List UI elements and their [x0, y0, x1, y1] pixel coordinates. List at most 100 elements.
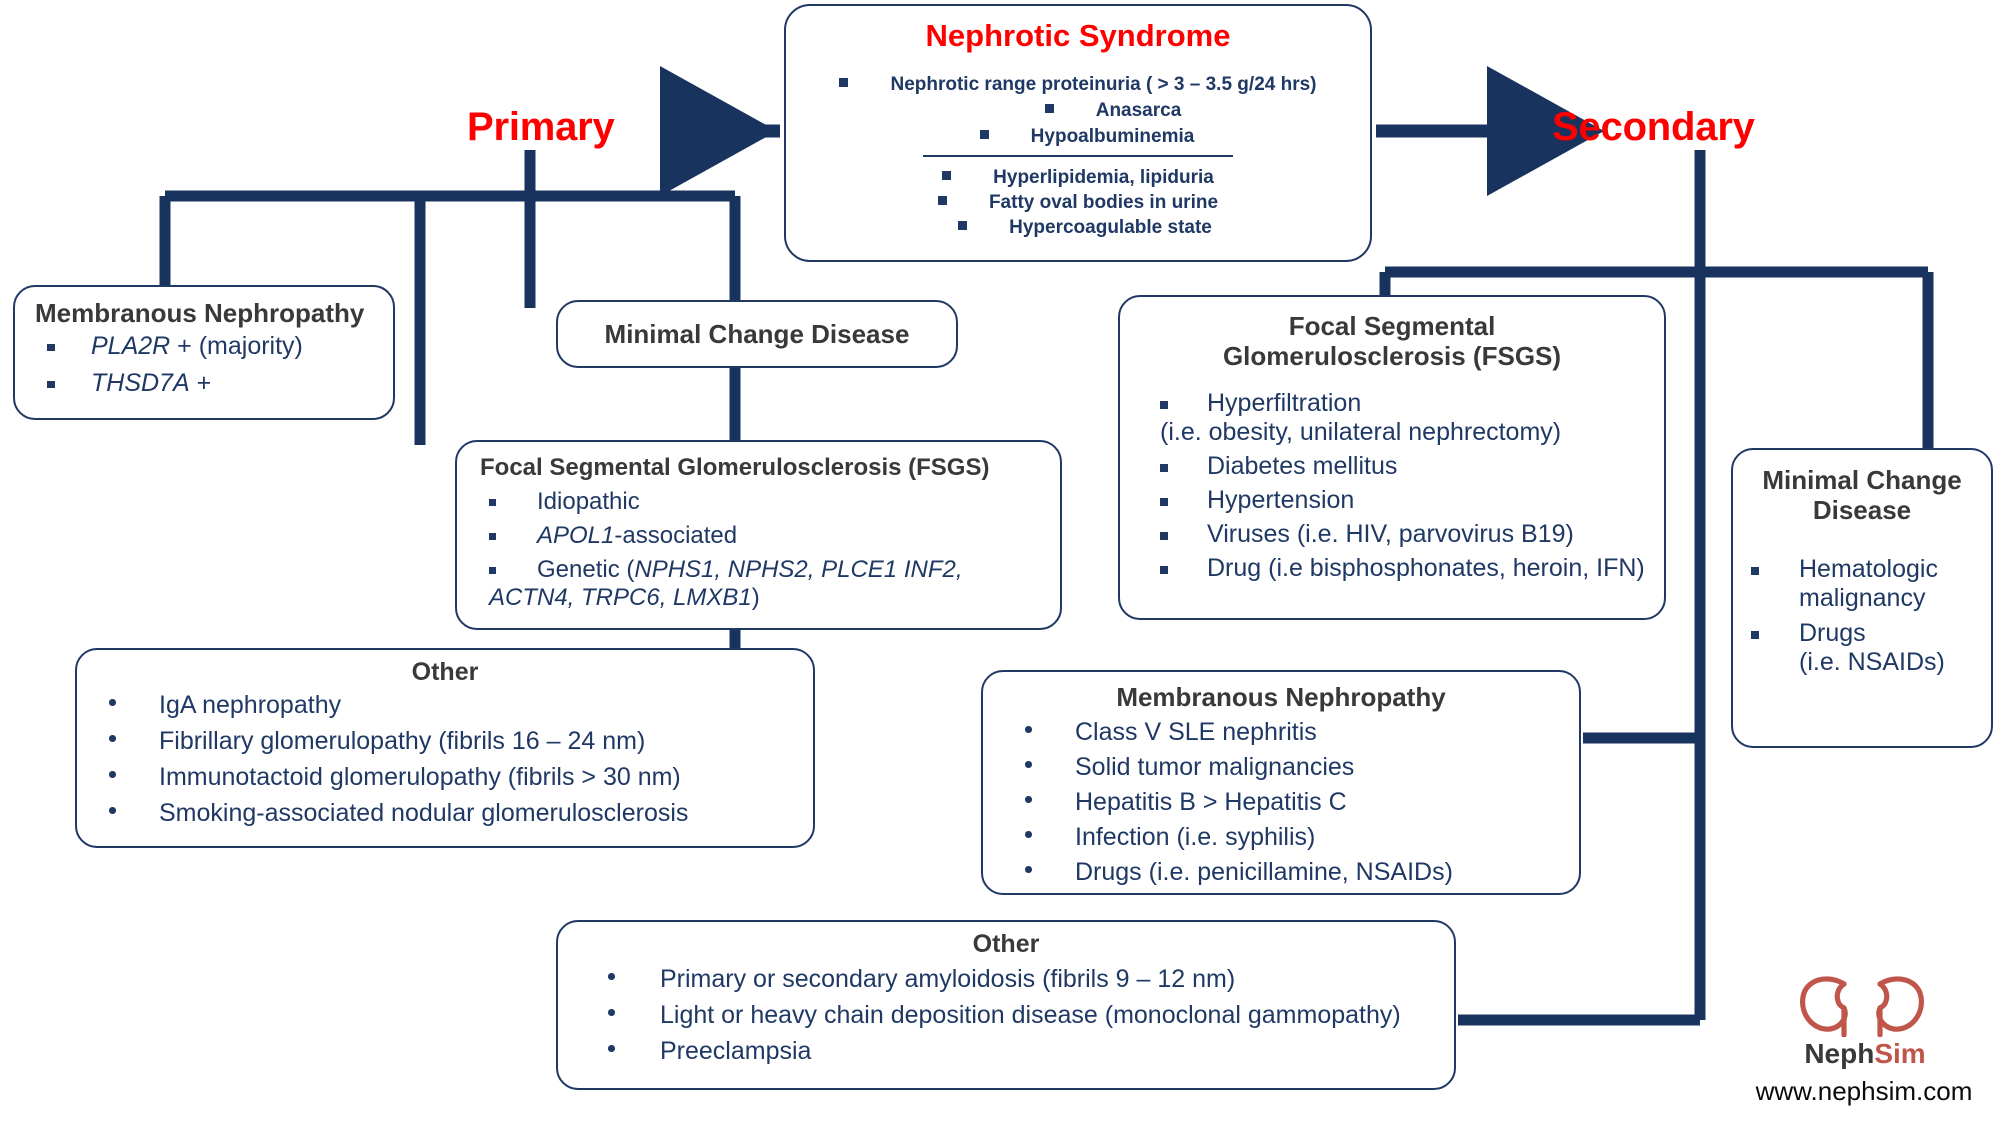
list-item: Idiopathic [489, 488, 1060, 516]
bullet-dot-icon [1025, 726, 1032, 733]
box-header: Minimal Change Disease [1733, 465, 1991, 525]
list-item: THSD7A + [47, 369, 393, 398]
bullet-list: Primary or secondary amyloidosis (fibril… [608, 965, 1454, 1066]
bullet-list: IgA nephropathy Fibrillary glomerulopath… [109, 691, 813, 828]
item-text: Hyperfiltration(i.e. obesity, unilateral… [1160, 389, 1562, 447]
bullet-square-icon [958, 221, 968, 231]
box-header: Minimal Change Disease [604, 319, 910, 349]
bullet-square-icon [1751, 567, 1759, 575]
list-item: Drugs (i.e. penicillamine, NSAIDs) [1025, 858, 1579, 887]
bullet-dot-icon [1025, 796, 1032, 803]
bullet-square-icon [489, 499, 497, 507]
bullet-list: Hyperfiltration(i.e. obesity, unilateral… [1160, 389, 1664, 583]
list-item: Hyperfiltration(i.e. obesity, unilateral… [1160, 389, 1664, 447]
primary-membranous-nephropathy-box: Membranous Nephropathy PLA2R + (majority… [13, 285, 395, 420]
box-header-line1: Focal Segmental [1288, 311, 1496, 341]
list-item: Hypertension [1160, 486, 1664, 515]
summary-item: Anasarca [786, 100, 1370, 122]
list-item: Primary or secondary amyloidosis (fibril… [608, 965, 1454, 994]
fsgs-apol1-text: APOL1-associated [537, 521, 738, 549]
brand-wordmark: NephSim [1760, 1038, 1970, 1070]
fsgs-genetic-text: Genetic (NPHS1, NPHS2, PLCE1 INF2,ACTN4,… [489, 555, 963, 611]
brand-name-part2: Sim [1874, 1038, 1926, 1069]
summary-item: Hypercoagulable state [786, 217, 1370, 239]
box-header: Focal Segmental Glomerulosclerosis (FSGS… [1120, 311, 1664, 371]
box-header: Other [411, 658, 479, 686]
summary-item: Hypoalbuminemia [786, 126, 1370, 148]
summary-feature-list: Nephrotic range proteinuria ( > 3 – 3.5 … [786, 74, 1370, 239]
list-item: Light or heavy chain deposition disease … [608, 1001, 1454, 1030]
primary-fsgs-box: Focal Segmental Glomerulosclerosis (FSGS… [455, 440, 1062, 630]
branch-label-secondary: Secondary [1552, 105, 1755, 149]
list-item: Viruses (i.e. HIV, parvovirus B19) [1160, 520, 1664, 549]
list-item: IgA nephropathy [109, 691, 813, 720]
bullet-dot-icon [608, 973, 615, 980]
list-item: Solid tumor malignancies [1025, 753, 1579, 782]
secondary-membranous-nephropathy-box: Membranous Nephropathy Class V SLE nephr… [981, 670, 1581, 895]
bullet-square-icon [47, 343, 55, 352]
list-item: Smoking-associated nodular glomeruloscle… [109, 799, 813, 828]
box-header: Focal Segmental Glomerulosclerosis (FSGS… [480, 454, 990, 481]
bullet-square-icon [942, 171, 952, 181]
bullet-dot-icon [1025, 831, 1032, 838]
branch-label-primary: Primary [467, 105, 615, 149]
bullet-dot-icon [608, 1045, 615, 1052]
box-header-line2: Glomerulosclerosis (FSGS) [1222, 341, 1562, 372]
bullet-square-icon [1160, 464, 1168, 472]
brand-name-part1: Neph [1804, 1038, 1875, 1069]
bullet-dot-icon [1025, 866, 1032, 873]
list-item: PLA2R + (majority) [47, 332, 393, 361]
bullet-square-icon [1160, 401, 1168, 409]
list-item: Drugs(i.e. NSAIDs) [1751, 619, 1991, 677]
summary-item: Hyperlipidemia, lipiduria [786, 167, 1370, 189]
bullet-square-icon [1751, 631, 1759, 639]
bullet-square-icon [489, 567, 497, 575]
box-header: Other [972, 930, 1040, 958]
bullet-square-icon [1160, 566, 1168, 574]
primary-other-box: Other IgA nephropathy Fibrillary glomeru… [75, 648, 815, 848]
website-url: www.nephsim.com [1755, 1076, 1973, 1106]
bullet-square-icon [1160, 532, 1168, 540]
summary-title: Nephrotic Syndrome [925, 18, 1231, 53]
list-item: Fibrillary glomerulopathy (fibrils 16 – … [109, 727, 813, 756]
secondary-other-box: Other Primary or secondary amyloidosis (… [556, 920, 1456, 1090]
bullet-list: Idiopathic APOL1-associated Genetic (NPH… [489, 488, 1060, 612]
list-item: APOL1-associated [489, 522, 1060, 550]
box-header: Membranous Nephropathy [1116, 682, 1446, 712]
primary-minimal-change-disease-box: Minimal Change Disease [556, 300, 958, 368]
list-item: Class V SLE nephritis [1025, 718, 1579, 747]
bullet-dot-icon [109, 807, 116, 814]
bullet-square-icon [1160, 498, 1168, 506]
list-item: Genetic (NPHS1, NPHS2, PLCE1 INF2,ACTN4,… [489, 556, 1060, 612]
bullet-square-icon [937, 196, 947, 206]
kidneys-icon [1800, 976, 1924, 1037]
list-item: Immunotactoid glomerulopathy (fibrils > … [109, 763, 813, 792]
box-header-line2: Disease [1812, 495, 1912, 526]
summary-item: Nephrotic range proteinuria ( > 3 – 3.5 … [786, 74, 1370, 96]
summary-divider [923, 155, 1233, 157]
bullet-dot-icon [109, 699, 116, 706]
bullet-dot-icon [109, 771, 116, 778]
list-item: Preeclampsia [608, 1037, 1454, 1066]
bullet-square-icon [489, 533, 497, 541]
box-header-line1: Minimal Change [1762, 465, 1962, 495]
item-text: Drugs(i.e. NSAIDs) [1799, 619, 1945, 677]
bullet-list: PLA2R + (majority) THSD7A + [47, 332, 393, 398]
bullet-dot-icon [608, 1009, 615, 1016]
summary-item: Fatty oval bodies in urine [786, 192, 1370, 214]
bullet-list: Class V SLE nephritis Solid tumor malign… [1025, 718, 1579, 887]
list-item: Infection (i.e. syphilis) [1025, 823, 1579, 852]
box-header: Membranous Nephropathy [35, 298, 365, 328]
bullet-square-icon [979, 130, 989, 140]
bullet-square-icon [1044, 104, 1054, 114]
secondary-fsgs-box: Focal Segmental Glomerulosclerosis (FSGS… [1118, 295, 1666, 620]
list-item: Drug (i.e bisphosphonates, heroin, IFN) [1160, 554, 1664, 583]
bullet-dot-icon [1025, 761, 1032, 768]
bullet-square-icon [839, 78, 849, 88]
list-item: Hepatitis B > Hepatitis C [1025, 788, 1579, 817]
